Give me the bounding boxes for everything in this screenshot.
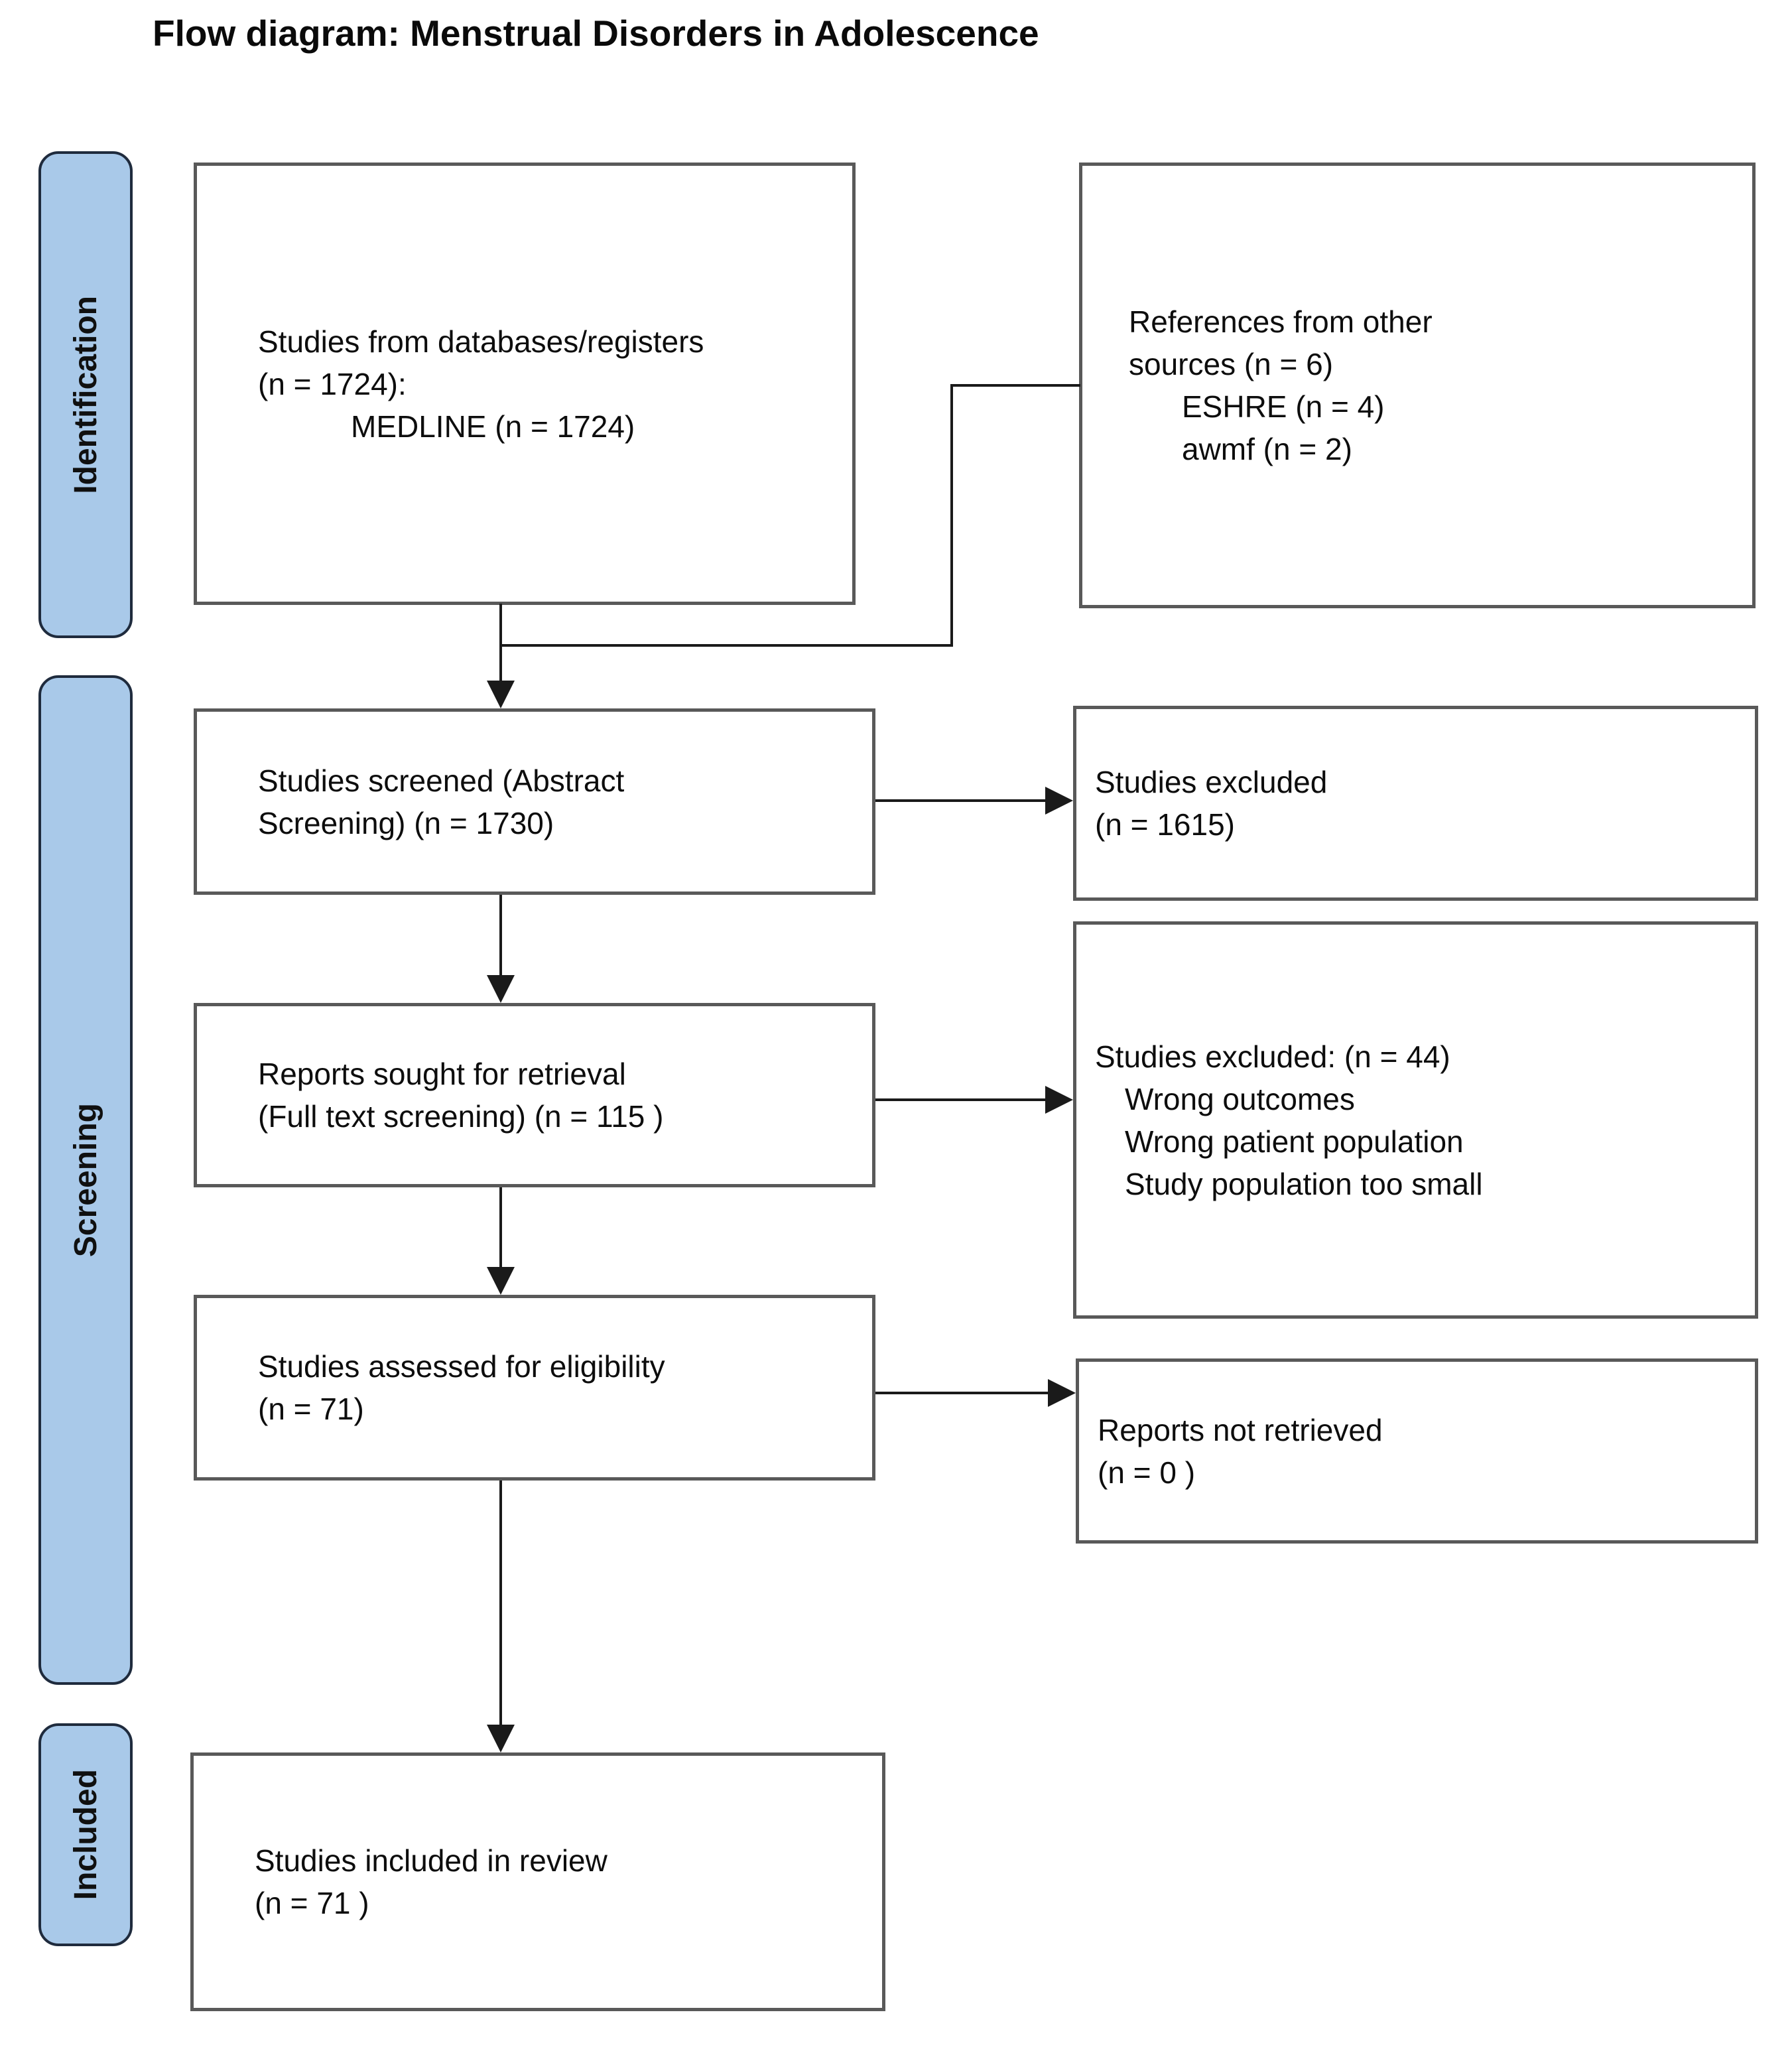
box-studies-excluded-abstract: Studies excluded (n = 1615): [1073, 706, 1758, 901]
box-text-line: Studies included in review: [255, 1843, 608, 1878]
connector-sought-to-assessed: [499, 1187, 502, 1270]
box-text-line: Wrong patient population: [1125, 1124, 1464, 1159]
connector-screened-to-sought: [499, 895, 502, 978]
connector-assessed-to-included: [499, 1481, 502, 1726]
box-studies-assessed-eligibility: Studies assessed for eligibility (n = 71…: [194, 1295, 875, 1481]
box-text-line: Reports sought for retrieval: [258, 1057, 626, 1091]
stage-label: Screening: [68, 1102, 103, 1258]
box-text-line: Wrong outcomes: [1125, 1081, 1355, 1116]
stage-label: Identification: [68, 295, 103, 494]
box-text-line: Studies assessed for eligibility: [258, 1349, 665, 1384]
box-studies-screened: Studies screened (Abstract Screening) (n…: [194, 708, 875, 895]
box-text-line: (n = 71 ): [255, 1886, 369, 1920]
box-text-line: Reports not retrieved: [1098, 1412, 1383, 1447]
box-studies-included-review: Studies included in review (n = 71 ): [190, 1752, 885, 2011]
connector-assessed-to-not-retrieved: [875, 1392, 1049, 1394]
connector-other-sources-h2: [501, 644, 953, 647]
stage-bar-included: Included: [38, 1723, 133, 1946]
stage-bar-identification: Identification: [38, 151, 133, 638]
box-reports-sought-retrieval: Reports sought for retrieval (Full text …: [194, 1003, 875, 1187]
arrowhead-down-icon: [487, 975, 515, 1003]
arrowhead-right-icon: [1045, 787, 1073, 815]
arrowhead-down-icon: [487, 681, 515, 708]
box-text-line: Studies excluded: [1095, 765, 1328, 799]
box-text-line: (n = 1724):: [258, 366, 407, 401]
box-reports-not-retrieved: Reports not retrieved (n = 0 ): [1076, 1358, 1758, 1544]
stage-bar-screening: Screening: [38, 675, 133, 1685]
arrowhead-down-icon: [487, 1725, 515, 1752]
connector-screened-to-excluded: [875, 799, 1047, 802]
box-references-other-sources: References from other sources (n = 6) ES…: [1079, 163, 1756, 608]
stage-label: Included: [68, 1769, 103, 1900]
arrowhead-down-icon: [487, 1267, 515, 1295]
box-text-line: (n = 71): [258, 1392, 364, 1426]
box-text-line: MEDLINE (n = 1724): [351, 409, 635, 444]
arrowhead-right-icon: [1045, 1086, 1073, 1114]
box-text-line: Screening) (n = 1730): [258, 805, 554, 840]
box-text-line: References from other: [1129, 304, 1433, 339]
box-text-line: Studies from databases/registers: [258, 324, 704, 359]
connector-other-sources-h1: [952, 384, 1080, 387]
page-title: Flow diagram: Menstrual Disorders in Ado…: [153, 13, 1039, 54]
box-text-line: awmf (n = 2): [1182, 432, 1352, 466]
connector-sought-to-excluded-fulltext: [875, 1098, 1047, 1101]
box-text-line: Study population too small: [1125, 1166, 1483, 1201]
box-text-line: (Full text screening) (n = 115 ): [258, 1099, 664, 1134]
box-text-line: (n = 0 ): [1098, 1455, 1196, 1490]
connector-other-sources-v: [950, 384, 953, 647]
box-studies-excluded-fulltext: Studies excluded: (n = 44) Wrong outcome…: [1073, 921, 1758, 1319]
box-text-line: ESHRE (n = 4): [1182, 389, 1385, 424]
box-text-line: Studies screened (Abstract: [258, 763, 625, 798]
connector-identification-to-screened: [499, 604, 502, 683]
arrowhead-right-icon: [1048, 1379, 1076, 1407]
box-text-line: (n = 1615): [1095, 807, 1235, 842]
box-text-line: sources (n = 6): [1129, 347, 1334, 381]
box-studies-from-databases: Studies from databases/registers (n = 17…: [194, 163, 856, 605]
box-text-line: Studies excluded: (n = 44): [1095, 1039, 1450, 1074]
